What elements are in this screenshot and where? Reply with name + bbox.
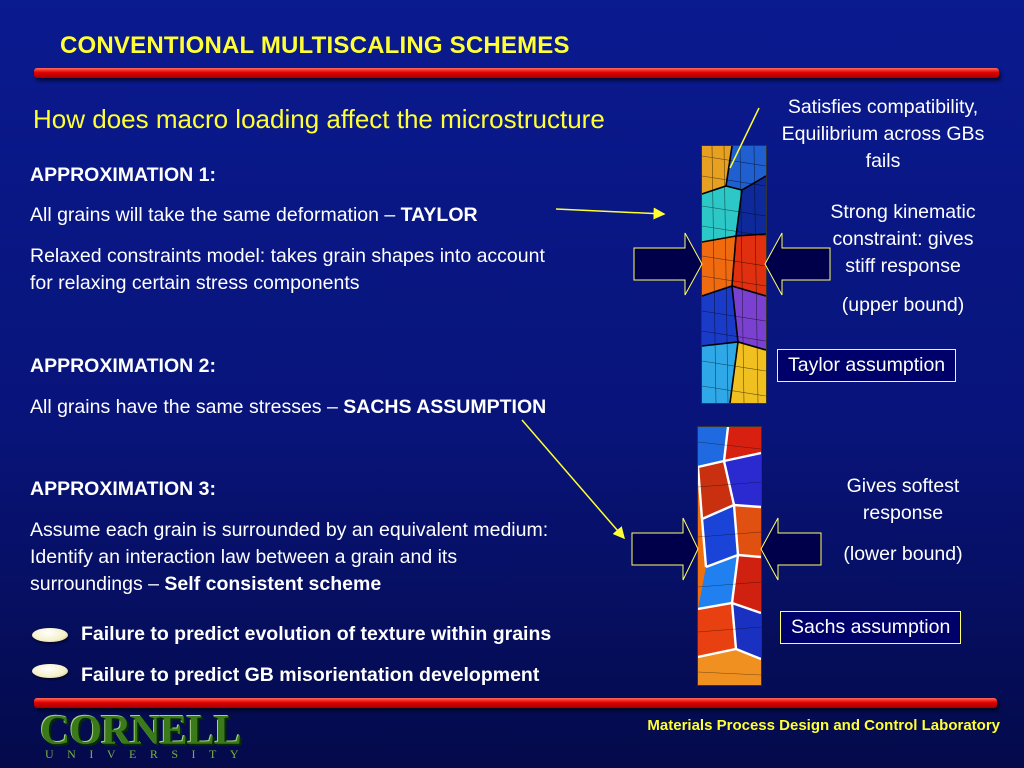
approx1-line3: for relaxing certain stress components (30, 272, 360, 294)
approx1-taylor-keyword: TAYLOR (400, 204, 478, 226)
approx2-sachs-keyword: SACHS ASSUMPTION (343, 396, 547, 418)
softest-line: Gives softest (846, 475, 960, 497)
kinematic-line: stiff response (845, 255, 961, 277)
taylor-grain-map (702, 146, 766, 403)
approx2-line1: All grains have the same stresses – SACH… (30, 394, 546, 421)
cornell-logo: CORNELL (40, 708, 242, 754)
compat-line: Equilibrium across GBs (781, 123, 985, 145)
approx1-line2: Relaxed constraints model: takes grain s… (30, 245, 545, 267)
compat-line: Satisfies compatibility, (787, 96, 979, 118)
approx3-line1: Assume each grain is surrounded by an eq… (30, 519, 549, 541)
top-divider-bar (34, 68, 999, 78)
slide-title: CONVENTIONAL MULTISCALING SCHEMES (60, 32, 570, 59)
taylor-assumption-box: Taylor assumption (777, 349, 957, 382)
cornell-university-wordmark: UNIVERSITY (45, 747, 252, 761)
bottom-divider-bar (34, 698, 997, 708)
upper-bound-label: (upper bound) (841, 294, 965, 316)
compat-line: fails (865, 150, 901, 172)
sachs-pointer-line (521, 419, 625, 540)
lab-name: Materials Process Design and Control Lab… (647, 717, 1000, 734)
softest-line: response (862, 502, 944, 524)
kinematic-line: Strong kinematic (830, 201, 976, 223)
slide-subtitle: How does macro loading affect the micros… (33, 104, 605, 134)
bullet-oval-icon (32, 628, 68, 642)
bullet-item: Failure to predict GB misorientation dev… (81, 664, 540, 686)
approx1-line1: All grains will take the same deformatio… (30, 202, 478, 229)
approx3-heading: APPROXIMATION 3: (30, 478, 216, 500)
approx3-line2: Identify an interaction law between a gr… (30, 546, 458, 568)
sachs-assumption-box: Sachs assumption (780, 611, 962, 644)
kinematic-line: constraint: gives (832, 228, 974, 250)
right-compression-arrow-icon (760, 517, 822, 581)
approx2-line1-text: All grains have the same stresses – (30, 396, 344, 418)
compatibility-note: Satisfies compatibility, Equilibrium acr… (760, 94, 1006, 175)
approx3-line3-text: surroundings – (30, 573, 165, 595)
right-compression-arrow-icon (764, 232, 831, 296)
left-compression-arrow-icon (631, 517, 699, 581)
left-compression-arrow-icon (633, 232, 703, 296)
bullet-oval-icon (32, 664, 68, 678)
lower-bound-label: (lower bound) (843, 543, 963, 565)
sachs-grain-map (698, 427, 761, 685)
compatibility-pointer-line (729, 107, 760, 169)
bullet-item: Failure to predict evolution of texture … (81, 623, 552, 645)
approx3-self-consistent-keyword: Self consistent scheme (164, 573, 382, 595)
kinematic-note: Strong kinematic constraint: gives stiff… (790, 199, 1016, 319)
taylor-pointer-line (555, 207, 666, 220)
approx1-line1-text: All grains will take the same deformatio… (30, 204, 401, 226)
approx3-line3: surroundings – Self consistent scheme (30, 571, 381, 598)
softest-note: Gives softest response (lower bound) (790, 473, 1016, 568)
approx1-heading: APPROXIMATION 1: (30, 164, 216, 186)
sachs-microstructure-image (697, 426, 762, 686)
taylor-microstructure-image (701, 145, 767, 404)
approx2-heading: APPROXIMATION 2: (30, 355, 216, 377)
